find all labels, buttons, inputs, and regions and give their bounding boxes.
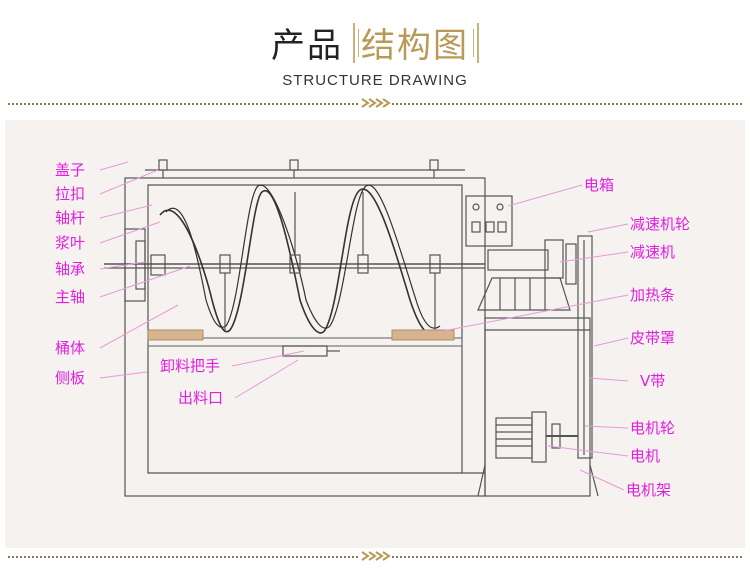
reducer-top: [487, 249, 549, 271]
label-outlet: 出料口: [178, 389, 223, 407]
title-divider-right: [473, 22, 479, 63]
reducer-body: [477, 277, 571, 311]
bearing-housing: [135, 240, 146, 290]
label-reducer: 减速机: [630, 243, 675, 261]
reducer-pulley: [565, 243, 577, 285]
ribbon-outer: [159, 188, 436, 334]
bottom-chevron-ornament: [359, 551, 391, 561]
paddle-rods: [219, 192, 441, 330]
label-buckle: 拉扣: [55, 185, 85, 203]
label-reducer-pulley: 减速机轮: [630, 215, 690, 233]
label-electric-box: 电箱: [584, 176, 614, 194]
top-chevron-ornament: [359, 98, 391, 108]
tank-inner: [147, 184, 463, 474]
label-belt-cover: 皮带罩: [630, 329, 675, 347]
motor-pulley: [551, 423, 561, 449]
title-accent: 结构图: [361, 26, 469, 66]
ribbon-inner: [165, 184, 441, 329]
label-paddle: 浆叶: [55, 234, 85, 252]
header: 产品 结构图 STRUCTURE DRAWING: [0, 0, 750, 120]
label-bearing: 轴承: [55, 260, 85, 278]
label-motor: 电机: [630, 447, 660, 465]
label-v-belt: V带: [640, 372, 665, 390]
page-subtitle: STRUCTURE DRAWING: [282, 72, 468, 89]
label-motor-frame: 电机架: [626, 481, 671, 499]
label-side-plate: 侧板: [55, 369, 85, 387]
label-motor-pulley: 电机轮: [630, 419, 675, 437]
title-main: 产品: [271, 26, 343, 66]
motor-body: [495, 417, 533, 459]
label-heating-strip: 加热条: [630, 286, 675, 304]
heating-strip-right: [391, 329, 455, 341]
page-title: 产品 结构图: [0, 18, 750, 67]
belt-cover: [577, 235, 593, 459]
label-shaft-rod: 轴杆: [55, 209, 85, 227]
diagram-panel: [5, 120, 745, 548]
bearing-block: [150, 254, 166, 276]
leader-lines: [99, 161, 629, 491]
buckles: [158, 159, 439, 178]
label-main-shaft: 主轴: [55, 288, 85, 306]
electric-box: [465, 195, 513, 247]
motor-frame-box: [484, 317, 591, 497]
heating-strip-left: [147, 329, 204, 341]
title-divider: [353, 22, 359, 63]
label-cover: 盖子: [55, 161, 85, 179]
label-discharge-handle: 卸料把手: [160, 357, 220, 375]
label-tank: 桶体: [55, 339, 85, 357]
